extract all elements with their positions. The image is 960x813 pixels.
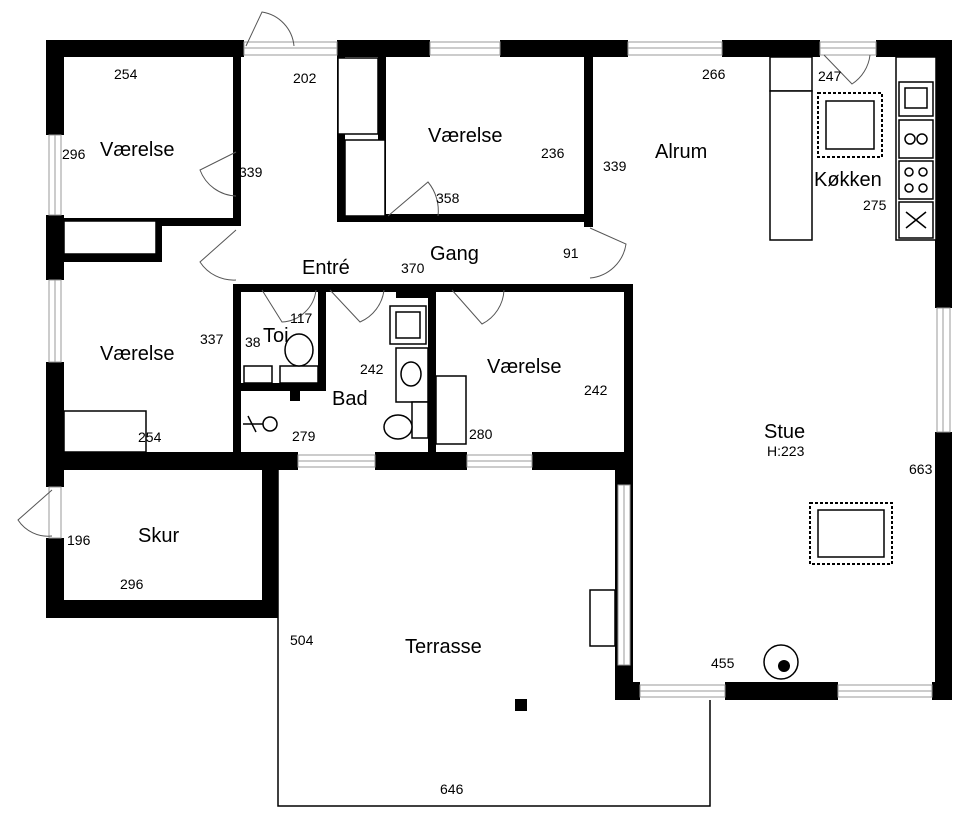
kitchen-island [769,90,813,241]
dim-label: 236 [541,145,565,161]
wardrobe [63,410,147,453]
room-label-gang: Gang [430,243,479,265]
room-label-stue: Stue [764,421,805,443]
room-label-vaerelse-nw: Værelse [100,139,174,161]
dim-label: 279 [292,428,316,444]
dim-label: 339 [239,164,263,180]
room-height-stue: H:223 [767,443,805,459]
dim-label: 646 [440,781,464,797]
room-label-alrum: Alrum [655,141,707,163]
room-label-toi: Toi [263,325,289,347]
dim-label: 337 [200,331,224,347]
room-label-skur: Skur [138,525,179,547]
terrace-post [515,699,527,711]
dim-label: 296 [62,146,86,162]
dimension-labels: 254 202 266 247 296 339 236 339 358 275 … [62,66,933,797]
exterior-walls [46,40,952,700]
stove-icon [898,160,934,200]
wardrobe [344,139,386,217]
dim-label: 275 [863,197,887,213]
room-labels: Værelse Værelse Alrum Køkken Gang Entré … [100,125,882,658]
dishwasher-icon [898,119,934,159]
toilet-icon [411,401,429,439]
fixtures [63,56,937,711]
dim-label: 663 [909,461,933,477]
dim-label: 504 [290,632,314,648]
room-label-bad: Bad [332,388,368,410]
dim-label: 339 [603,158,627,174]
dim-label: 358 [436,190,460,206]
dim-label: 196 [67,532,91,548]
desk [435,375,467,445]
room-label-vaerelse-north: Værelse [428,125,502,147]
dim-label: 38 [245,334,261,350]
dim-label: 370 [401,260,425,276]
shower-icon [262,416,278,432]
dim-label: 254 [114,66,138,82]
dim-label: 117 [290,310,313,326]
dim-label: 266 [702,66,726,82]
kitchen-island [769,56,813,92]
sink-icon [243,365,273,384]
dim-label: 91 [563,245,579,261]
room-label-vaerelse-center: Værelse [487,356,561,378]
room-label-vaerelse-west: Værelse [100,343,174,365]
terrace-outline [277,470,711,807]
dim-label: 247 [818,68,842,84]
dim-label: 242 [360,361,384,377]
room-label-entre: Entré [302,257,350,279]
toilet-icon [279,365,319,384]
dim-label: 242 [584,382,608,398]
windows [48,41,951,698]
room-label-kokken: Køkken [814,169,882,191]
dim-label: 254 [138,429,162,445]
terrace-bench [589,589,616,647]
wardrobe [63,220,157,255]
doors [17,11,871,537]
dim-label: 455 [711,655,735,671]
dim-label: 280 [469,426,493,442]
dim-label: 296 [120,576,144,592]
room-label-terrasse: Terrasse [405,636,482,658]
dim-label: 202 [293,70,317,86]
wardrobe [337,57,379,135]
